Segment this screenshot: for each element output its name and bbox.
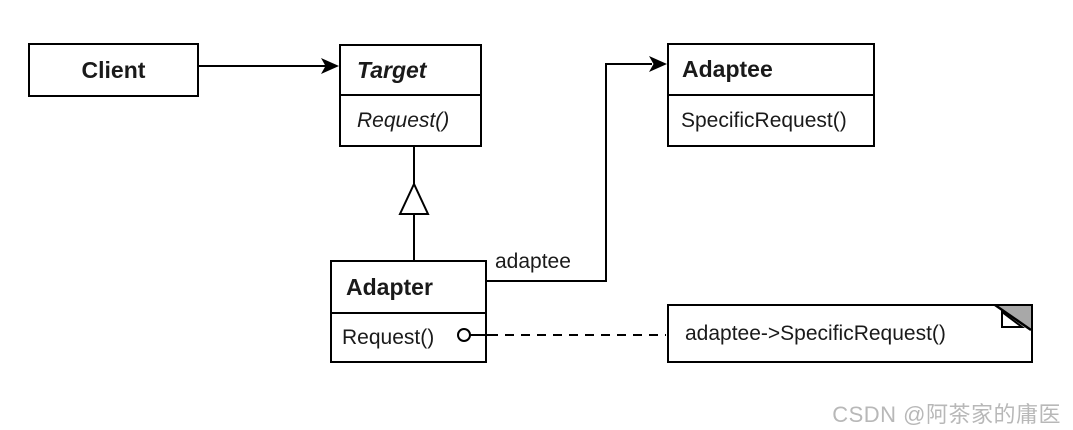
class-box-client: Client	[28, 43, 199, 97]
class-name: Adapter	[332, 262, 485, 314]
association-label: adaptee	[495, 250, 571, 273]
class-name: Adaptee	[669, 45, 873, 96]
arrowhead-icon	[649, 56, 667, 72]
class-method: Request()	[357, 108, 450, 132]
note-box: adaptee->SpecificRequest()	[667, 304, 1033, 363]
watermark: CSDN @阿茶家的庸医	[832, 402, 1061, 427]
class-box-adaptee: Adaptee SpecificRequest()	[667, 43, 875, 147]
class-method: SpecificRequest()	[681, 108, 847, 132]
class-name: Target	[341, 46, 480, 96]
class-box-adapter: Adapter Request()	[330, 260, 487, 363]
note-text: adaptee->SpecificRequest()	[685, 321, 946, 345]
arrowhead-icon	[321, 58, 339, 74]
class-method: Request()	[342, 325, 435, 349]
adapter-adaptee-line	[487, 63, 652, 282]
class-box-target: Target Request()	[339, 44, 482, 147]
inheritance-triangle-icon	[398, 181, 430, 215]
class-name: Client	[81, 56, 146, 83]
